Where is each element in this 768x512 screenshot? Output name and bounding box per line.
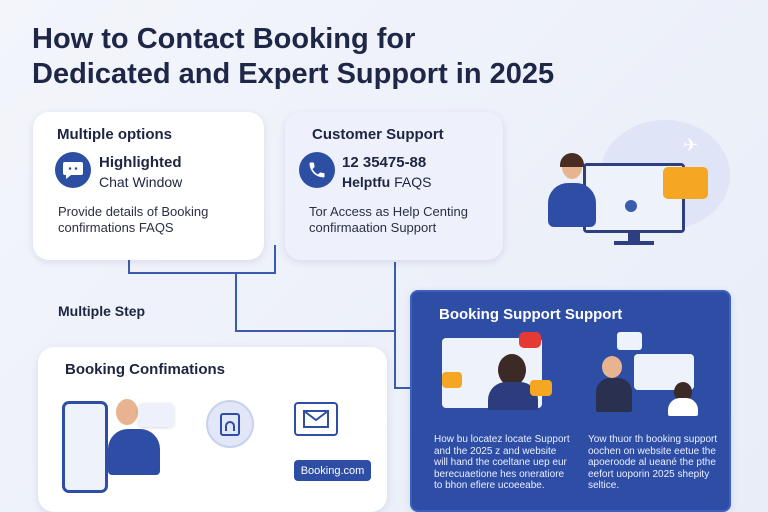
team-illustration [617, 332, 642, 350]
envelope-icon [294, 402, 338, 436]
connector [394, 387, 411, 389]
phone-icon [299, 152, 335, 188]
multiple-options-card: Multiple options Highlighted Chat Window… [33, 112, 264, 260]
plane-icon: ✈ [683, 135, 699, 155]
booking-support-card: Booking Support Support How bu locatez l… [410, 290, 731, 512]
support-agent-illustration: ✈ [540, 115, 735, 250]
phone-illustration [62, 401, 108, 493]
connector [235, 272, 237, 332]
chat-icon [55, 152, 91, 188]
phone-number: 12 35475-88 [342, 154, 427, 171]
booking-confirmations-card: Booking Confimations Booking.com [38, 347, 387, 512]
booking-com-button[interactable]: Booking.com [294, 460, 371, 481]
page-title: How to Contact Booking for Dedicated and… [32, 23, 555, 90]
connector [128, 272, 276, 274]
customer-support-card: Customer Support 12 35475-88 Helptfu FAQ… [285, 112, 503, 260]
step-label: Multiple Step [58, 303, 146, 319]
connector [274, 245, 276, 274]
person-illustration [116, 399, 138, 425]
connector [235, 330, 395, 332]
connector [128, 260, 130, 273]
badge-icon [206, 400, 254, 448]
connector [394, 262, 396, 388]
